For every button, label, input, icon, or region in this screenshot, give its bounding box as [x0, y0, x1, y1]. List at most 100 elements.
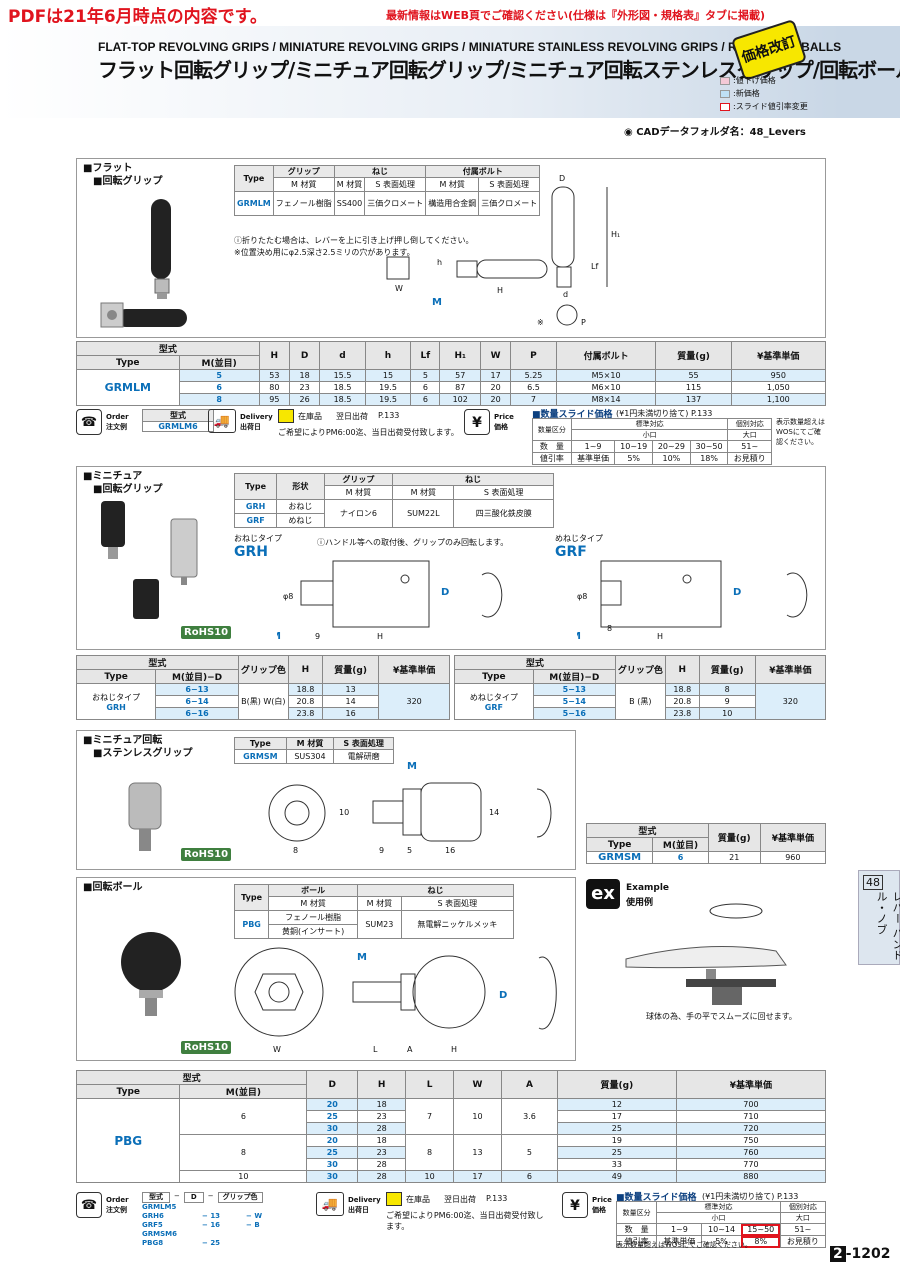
truck-icon: 🚚 [208, 409, 236, 433]
phone-icon: ☎ [76, 409, 102, 435]
pbg-slide-note: 表示数量超えはWOSにてご確認ください。 [616, 1241, 752, 1249]
notice-main: PDFは21年6月時点の内容です。 [8, 7, 267, 27]
svg-text:D: D [733, 587, 741, 598]
svg-text:φ8: φ8 [577, 592, 587, 601]
svg-text:h: h [437, 258, 442, 267]
cad-folder: ◉ CADデータフォルダ名：48_Levers [624, 127, 806, 138]
grmlm-order-bar: ☎ Order 注文例 型式 GRMLM6 🚚 Delivery 出荷日 在庫品… [76, 407, 826, 465]
svg-text:16: 16 [445, 846, 455, 855]
svg-text:d: d [563, 290, 568, 299]
svg-text:9: 9 [315, 632, 320, 641]
grmlm-note-2: ※位置決め用にφ2.5深さ2.5ミリの穴があります。 [234, 248, 415, 257]
example-icon: ex [586, 879, 620, 909]
svg-text:φ8: φ8 [283, 592, 293, 601]
page-number: 2-1202 [830, 1246, 891, 1262]
notice-sub: 最新情報はWEB頁でご確認ください(仕様は『外形図・規格表』タブに掲載) [386, 9, 766, 22]
title-banner [0, 26, 840, 118]
grh-dimension-drawing: M D φ8 9 H [277, 560, 503, 642]
caution-icon: ⓘ [234, 236, 242, 245]
svg-text:A: A [407, 1045, 413, 1054]
top-notice: PDFは21年6月時点の内容です。 最新情報はWEB頁でご確認ください(仕様は『… [0, 0, 900, 27]
svg-text:W: W [395, 284, 403, 293]
svg-text:H: H [657, 632, 663, 641]
legend-swatch-new [720, 89, 730, 98]
svg-text:14: 14 [489, 808, 499, 817]
svg-text:D: D [559, 174, 565, 183]
yen-icon: ¥ [464, 409, 490, 435]
legend-swatch-slide [720, 102, 730, 111]
grmlm-note-1: ⓘ折りたたむ場合は、レバーを上に引き上げ押し倒してください。 [234, 236, 474, 245]
grh-product-image [101, 501, 198, 619]
svg-text:10: 10 [339, 808, 349, 817]
grmlm-product-image [100, 199, 187, 328]
svg-text:H: H [377, 632, 383, 641]
pbg-order-bar: ☎ Order 注文例 型式−D−グリップ色 GRMLM5 GRH6− 13− … [76, 1190, 827, 1256]
grh-note: ⓘハンドル等への取付後、グリップのみ回転します。 [317, 538, 509, 547]
yen-icon: ¥ [562, 1192, 588, 1218]
cad-disc-icon: ◉ [624, 127, 637, 138]
banner-tab [840, 26, 900, 118]
svg-text:D: D [499, 990, 507, 1001]
section-side-tab[interactable]: 48 レバー ハンドル・ノブ [858, 870, 900, 965]
grmlm-panel: フラット 回転グリップ Type グリップ ねじ 付属ボルト M 材質 M 材質… [76, 158, 826, 338]
svg-text:H₁: H₁ [611, 230, 620, 239]
svg-text:H: H [497, 286, 503, 295]
price-legend: :値下げ価格 :新価格 :スライド値引率変更 [720, 74, 822, 114]
grmlm-title2: 回転グリップ [93, 176, 162, 188]
phone-icon: ☎ [76, 1192, 102, 1218]
svg-text:8: 8 [607, 624, 612, 633]
hand-example-illustration [625, 903, 787, 1005]
svg-text:P: P [581, 318, 586, 327]
grmlm-slide-note: 表示数量超えはWOSにてご確認ください。 [776, 418, 825, 446]
svg-text:5: 5 [407, 846, 412, 855]
svg-text:8: 8 [293, 846, 298, 855]
grmlm-spec-table: Type グリップ ねじ 付属ボルト M 材質 M 材質 S 表面処理 M 材質… [234, 165, 541, 216]
svg-text:※: ※ [537, 318, 544, 327]
grmlm-dimension-table: 型式 H D d h Lf H₁ W P 付属ボルト 質量(g) ¥基準単価 T… [76, 341, 827, 406]
pbg-example: ex Example 使用例 球体の為、手の平でスムーズに回せます。 [586, 877, 826, 1027]
svg-text:M: M [432, 297, 442, 308]
pbg-order-examples: 型式−D−グリップ色 GRMLM5 GRH6− 13− W GRF5− 16− … [142, 1192, 263, 1247]
pbg-product-image [121, 932, 181, 1016]
svg-text:D: D [441, 587, 449, 598]
stock-box-icon [278, 409, 294, 423]
svg-text:H: H [451, 1045, 457, 1054]
truck-icon: 🚚 [316, 1192, 344, 1216]
svg-text:L: L [373, 1045, 378, 1054]
grmsm-product-image [128, 782, 162, 851]
rohs-badge: RoHS10 [181, 848, 232, 861]
svg-text:W: W [273, 1045, 281, 1054]
english-title: FLAT-TOP REVOLVING GRIPS / MINIATURE REV… [98, 40, 842, 54]
svg-text:M: M [277, 631, 281, 642]
